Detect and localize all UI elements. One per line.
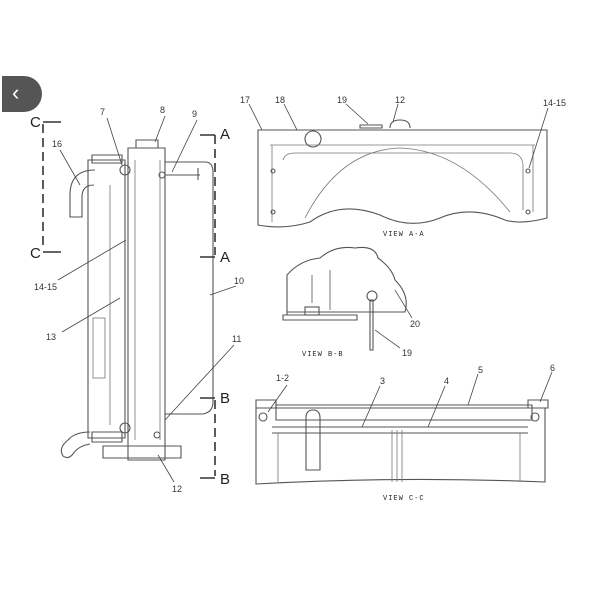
callout-14-15: 14-15 bbox=[543, 98, 566, 108]
callout-6: 6 bbox=[550, 363, 555, 373]
section-a-top-label: A bbox=[220, 126, 230, 143]
callout-9: 9 bbox=[192, 109, 197, 119]
callout-17: 17 bbox=[240, 95, 250, 105]
view-b-b bbox=[282, 246, 413, 351]
view-c-c-title: VIEW C-C bbox=[383, 495, 425, 503]
callout-4: 4 bbox=[444, 376, 449, 386]
callout-8: 8 bbox=[160, 105, 165, 115]
callout-18: 18 bbox=[275, 95, 285, 105]
callout-13: 13 bbox=[46, 332, 56, 342]
callout-19: 19 bbox=[337, 95, 347, 105]
section-b-top-label: B bbox=[220, 390, 230, 407]
chevron-left-icon: ‹ bbox=[12, 80, 20, 105]
view-b-b-title: VIEW B-B bbox=[302, 351, 344, 359]
back-button[interactable]: ‹ bbox=[2, 76, 42, 112]
section-b-bottom-label: B bbox=[220, 471, 230, 488]
callout-3: 3 bbox=[380, 376, 385, 386]
callout-11: 11 bbox=[232, 334, 241, 344]
callout-16: 16 bbox=[52, 139, 62, 149]
callout-5: 5 bbox=[478, 365, 483, 375]
view-a-a-title: VIEW A-A bbox=[383, 231, 425, 239]
callout-10: 10 bbox=[234, 276, 244, 286]
side-view bbox=[42, 115, 237, 483]
section-c-top-label: C bbox=[30, 114, 41, 131]
callout-1-2: 1-2 bbox=[276, 373, 289, 383]
callout-19: 19 bbox=[402, 348, 412, 358]
callout-12: 12 bbox=[172, 484, 182, 494]
callout-20: 20 bbox=[410, 319, 420, 329]
view-a-a bbox=[248, 103, 549, 228]
callout-14-15: 14-15 bbox=[34, 282, 57, 292]
callout-12: 12 bbox=[395, 95, 405, 105]
callout-7: 7 bbox=[100, 107, 105, 117]
section-c-bottom-label: C bbox=[30, 245, 41, 262]
section-a-bottom-label: A bbox=[220, 249, 230, 266]
view-c-c bbox=[255, 371, 553, 485]
